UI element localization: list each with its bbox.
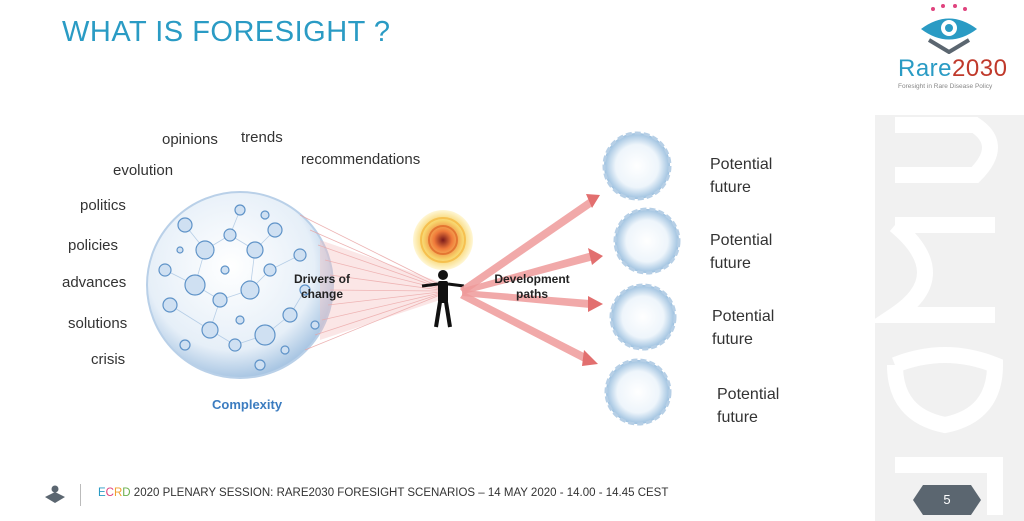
future-sphere-4 bbox=[604, 358, 672, 426]
future-sphere-2 bbox=[613, 207, 681, 275]
vision-sun-icon bbox=[413, 210, 473, 270]
development-arrows bbox=[460, 194, 603, 366]
keyword-opinions: opinions bbox=[162, 131, 218, 148]
person-figure-icon bbox=[421, 270, 465, 328]
ecrd-e: E bbox=[98, 487, 106, 499]
rare2030-eye-logo-icon bbox=[921, 4, 977, 54]
footer-eye-icon bbox=[45, 485, 65, 503]
logo-tagline: Foresight in Rare Disease Policy bbox=[898, 83, 993, 90]
future-2-line2: future bbox=[710, 255, 751, 272]
development-line1: Development bbox=[494, 272, 570, 286]
future-label-4: Potential future bbox=[717, 383, 779, 429]
ecrd-c: C bbox=[105, 487, 114, 499]
keyword-recommendations: recommendations bbox=[301, 151, 421, 168]
ecrd-r: R bbox=[113, 487, 123, 499]
drivers-line2: change bbox=[300, 287, 343, 301]
future-1-line2: future bbox=[710, 179, 751, 196]
complexity-label: Complexity bbox=[212, 397, 283, 412]
logo-rare: Rare bbox=[898, 55, 953, 82]
page-number-badge bbox=[913, 485, 981, 515]
future-4-line1: Potential bbox=[717, 386, 780, 403]
future-3-line2: future bbox=[712, 331, 753, 348]
future-sphere-1 bbox=[602, 131, 672, 201]
future-4-line2: future bbox=[717, 409, 758, 426]
development-paths-label: Development paths bbox=[484, 272, 580, 302]
future-3-line1: Potential bbox=[712, 308, 775, 325]
future-1-line1: Potential bbox=[710, 156, 773, 173]
converging-rays bbox=[299, 214, 441, 351]
keyword-policies: policies bbox=[68, 237, 119, 254]
keyword-crisis: crisis bbox=[91, 351, 126, 368]
future-label-3: Potential future bbox=[712, 305, 774, 351]
footer-text: ECRD 2020 PLENARY SESSION: RARE2030 FORE… bbox=[98, 487, 668, 499]
footer-divider bbox=[80, 484, 81, 506]
drivers-line1: Drivers of bbox=[293, 272, 351, 286]
drivers-of-change-label: Drivers of change bbox=[284, 272, 360, 302]
keyword-politics: politics bbox=[80, 197, 126, 214]
future-label-1: Potential future bbox=[710, 153, 772, 199]
keyword-solutions: solutions bbox=[68, 315, 128, 332]
ecrd-d: D bbox=[122, 487, 131, 499]
footer-session: 2020 PLENARY SESSION: RARE2030 FORESIGHT… bbox=[130, 487, 669, 499]
keyword-advances: advances bbox=[62, 274, 127, 291]
complexity-sphere bbox=[146, 191, 334, 379]
future-label-2: Potential future bbox=[710, 229, 772, 275]
slide-title: WHAT IS FORESIGHT ? bbox=[62, 16, 391, 48]
future-sphere-3 bbox=[609, 283, 677, 351]
page-number: 5 bbox=[943, 492, 951, 507]
watermark-decoration bbox=[875, 115, 1024, 521]
development-line2: paths bbox=[515, 287, 548, 301]
logo-wordmark: Rare2030 bbox=[898, 55, 1007, 83]
future-2-line1: Potential bbox=[710, 232, 773, 249]
keyword-trends: trends bbox=[241, 129, 283, 146]
logo-year: 2030 bbox=[952, 55, 1008, 82]
keyword-evolution: evolution bbox=[113, 162, 174, 179]
